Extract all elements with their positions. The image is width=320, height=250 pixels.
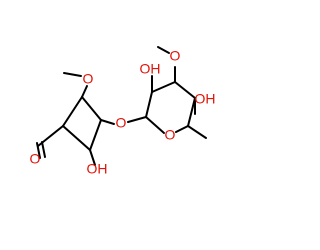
hydroxyl-left-label: OH (87, 161, 108, 177)
bond-ring-top (81, 96, 102, 121)
bond-pyranose-c3-c4 (174, 81, 196, 99)
bond-methoxy-left-o (81, 85, 88, 98)
methoxy-oxygen-right-label: O (170, 48, 181, 64)
bond-methoxy-left-ch3 (63, 72, 82, 77)
bond-glycosidic-left (100, 119, 115, 125)
bond-pyranose-c5-o (175, 125, 189, 133)
atom-label-layer: O O OH O O OH O OH (30, 48, 216, 177)
bond-pyranose-o-c1 (145, 116, 165, 134)
bond-methoxy-right-ch3 (157, 46, 170, 54)
methoxy-oxygen-left-label: O (83, 71, 94, 87)
hydroxyl-c2-label: OH (140, 61, 161, 77)
bond-hydroxyl-left (89, 149, 96, 166)
aldehyde-oxygen-label: O (30, 151, 41, 167)
bond-methyl-c5 (187, 125, 207, 139)
bond-pyranose-c1-c2 (145, 91, 153, 118)
bond-ring-right (89, 119, 102, 151)
hydroxyl-c4-label: OH (195, 91, 216, 107)
ring-oxygen-label: O (165, 127, 176, 143)
bond-glycosidic-right (127, 116, 147, 123)
molecule-structure: O O OH O O OH O OH (30, 46, 216, 177)
bond-aldehyde-double-2 (41, 141, 46, 158)
bond-ring-bottom (62, 125, 91, 151)
bond-ring-left-top (62, 96, 83, 127)
glycosidic-oxygen-label: O (116, 115, 127, 131)
bond-aldehyde-c-ring (37, 125, 64, 147)
bond-pyranose-c2-c3 (151, 81, 176, 93)
bond-layer (36, 46, 207, 166)
bond-pyranose-c4-c5 (187, 97, 196, 127)
